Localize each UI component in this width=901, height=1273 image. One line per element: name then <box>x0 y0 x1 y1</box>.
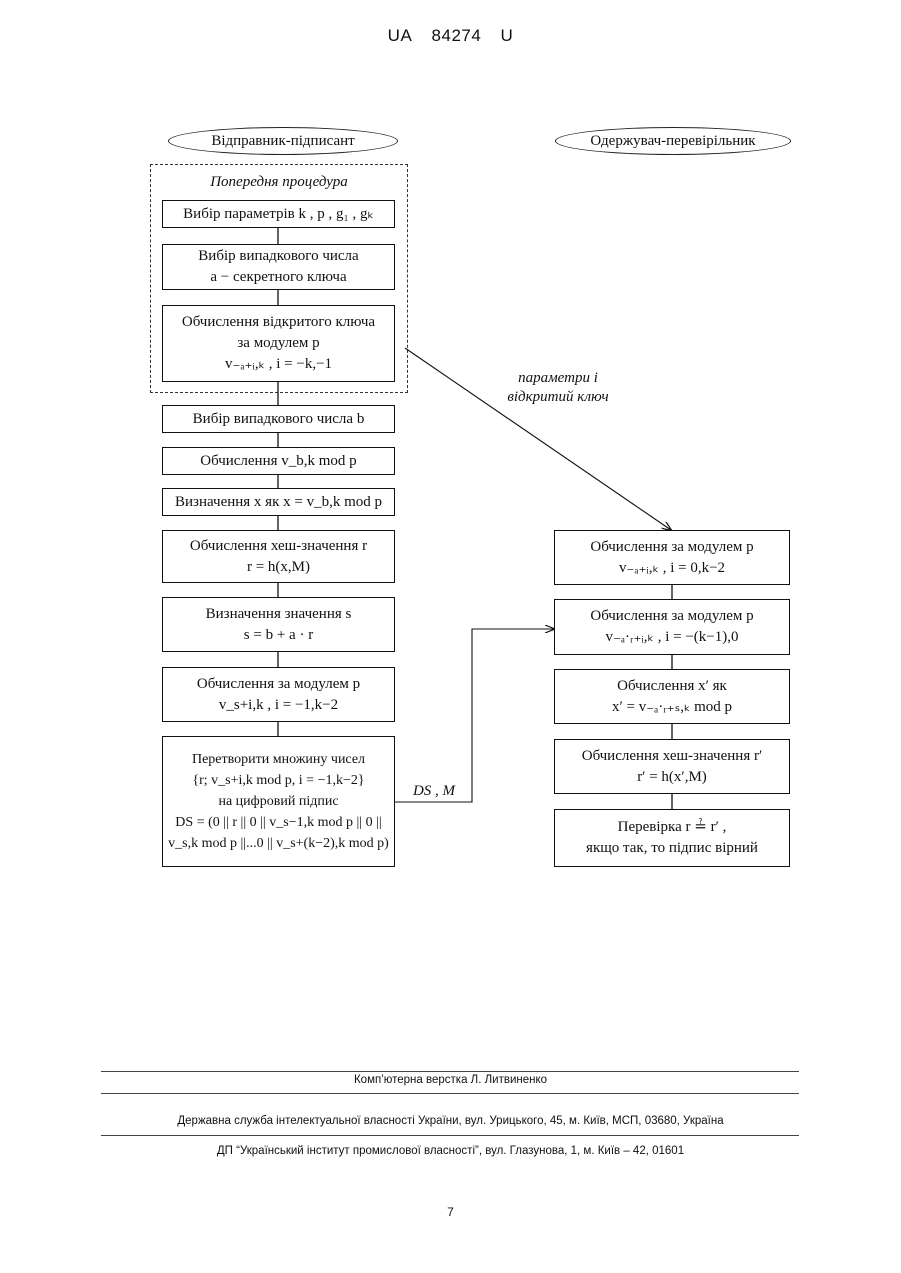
compute-hash-box: Обчислення хеш-значення r r = h(x,M) <box>162 530 395 583</box>
compute-vbk-text: Обчислення v_b,k mod p <box>200 451 356 472</box>
define-x-box: Визначення x як x = v_b,k mod p <box>162 488 395 516</box>
define-s-box: Визначення значення s s = b + a · r <box>162 597 395 652</box>
public-key-arrow-label: параметри і відкритий ключ <box>478 369 638 407</box>
form-signature-line3: на цифровий підпис <box>218 791 338 812</box>
institute-address: ДП “Український інститут промислової вла… <box>0 1145 901 1157</box>
form-signature-formula-2: v_s,k mod p ||...0 || v_s+(k−2),k mod p) <box>168 833 389 854</box>
receiver-compute-x-box: Обчислення x′ як x′ = v₋ₐ·ᵣ₊ₛ,ₖ mod p <box>554 669 790 724</box>
define-x-text: Визначення x як x = v_b,k mod p <box>175 492 382 513</box>
receiver-compute-x-formula: x′ = v₋ₐ·ᵣ₊ₛ,ₖ mod p <box>612 697 732 718</box>
choose-parameters-text: Вибір параметрів k , p , g₁ , gₖ <box>183 204 374 225</box>
compute-public-key-formula: v₋ₐ₊ᵢ,ₖ , i = −k,−1 <box>225 354 332 375</box>
receiver-verify-box: Перевірка r ≟ r′ , якщо так, то підпис в… <box>554 809 790 867</box>
form-signature-formula-1: DS = (0 || r || 0 || v_s−1,k mod p || 0 … <box>175 812 381 833</box>
compute-public-key-line2: за модулем p <box>237 333 319 354</box>
compute-hash-formula: r = h(x,M) <box>247 557 310 578</box>
receiver-compute-x-line1: Обчислення x′ як <box>617 676 727 697</box>
compute-hash-line1: Обчислення хеш-значення r <box>190 536 367 557</box>
page-number: 7 <box>0 1205 901 1219</box>
receiver-compute-mod-p-1-formula: v₋ₐ₊ᵢ,ₖ , i = 0,k−2 <box>619 558 725 579</box>
define-s-formula: s = b + a · r <box>244 625 313 646</box>
receiver-compute-hash-line1: Обчислення хеш-значення r′ <box>582 746 763 767</box>
compute-public-key-box: Обчислення відкритого ключа за модулем p… <box>162 305 395 382</box>
choose-secret-key-box: Вибір випадкового числа a − секретного к… <box>162 244 395 290</box>
form-signature-line1: Перетворити множину чисел <box>192 749 365 770</box>
signature-arrow-label: DS , M <box>402 782 466 801</box>
choose-secret-key-line2: a − секретного ключа <box>210 267 346 288</box>
form-signature-box: Перетворити множину чисел {r; v_s+i,k mo… <box>162 736 395 867</box>
receiver-compute-mod-p-2-line1: Обчислення за модулем p <box>590 606 753 627</box>
form-signature-set: {r; v_s+i,k mod p, i = −1,k−2} <box>192 770 364 791</box>
receiver-compute-mod-p-2-formula: v₋ₐ·ᵣ₊ᵢ,ₖ , i = −(k−1),0 <box>605 627 738 648</box>
footer-divider-bottom <box>101 1135 799 1136</box>
choose-parameters-box: Вибір параметрів k , p , g₁ , gₖ <box>162 200 395 228</box>
compute-mod-p-sender-line1: Обчислення за модулем p <box>197 674 360 695</box>
signature-arrow <box>394 629 554 802</box>
footer-divider-middle <box>101 1093 799 1094</box>
receiver-verify-line1: Перевірка r ≟ r′ , <box>618 817 727 838</box>
compute-mod-p-sender-box: Обчислення за модулем p v_s+i,k , i = −1… <box>162 667 395 722</box>
receiver-verify-line2: якщо так, то підпис вірний <box>586 838 758 859</box>
compute-mod-p-sender-formula: v_s+i,k , i = −1,k−2 <box>219 695 338 716</box>
agency-address: Державна служба інтелектуальної власност… <box>0 1115 901 1127</box>
public-key-arrow-label-line1: параметри і <box>478 369 638 388</box>
choose-random-b-text: Вибір випадкового числа b <box>193 409 365 430</box>
define-s-line1: Визначення значення s <box>206 604 352 625</box>
choose-random-b-box: Вибір випадкового числа b <box>162 405 395 433</box>
compute-vbk-box: Обчислення v_b,k mod p <box>162 447 395 475</box>
compositor-credit: Комп’ютерна верстка Л. Литвиненко <box>0 1074 901 1086</box>
choose-secret-key-line1: Вибір випадкового числа <box>198 246 358 267</box>
compute-public-key-line1: Обчислення відкритого ключа <box>182 312 375 333</box>
receiver-compute-mod-p-1-line1: Обчислення за модулем p <box>590 537 753 558</box>
footer-divider-top <box>101 1071 799 1072</box>
public-key-arrow-label-line2: відкритий ключ <box>478 388 638 407</box>
receiver-compute-mod-p-2-box: Обчислення за модулем p v₋ₐ·ᵣ₊ᵢ,ₖ , i = … <box>554 599 790 655</box>
receiver-compute-hash-formula: r′ = h(x′,M) <box>637 767 707 788</box>
receiver-compute-mod-p-1-box: Обчислення за модулем p v₋ₐ₊ᵢ,ₖ , i = 0,… <box>554 530 790 585</box>
receiver-compute-hash-box: Обчислення хеш-значення r′ r′ = h(x′,M) <box>554 739 790 794</box>
